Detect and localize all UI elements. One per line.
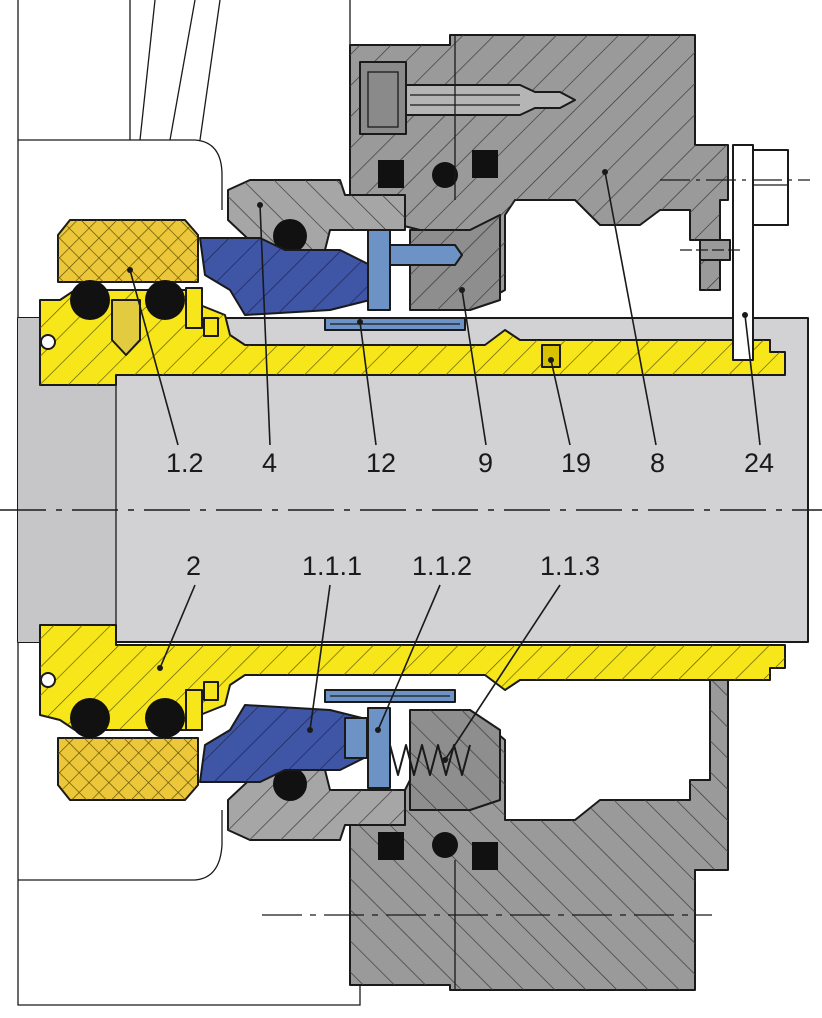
label-24: 24 bbox=[744, 448, 774, 478]
o-ring-bottom bbox=[273, 767, 307, 801]
leader-1-1-1 bbox=[309, 584, 331, 731]
shaft-sleeve-top bbox=[39, 289, 786, 386]
leader-12 bbox=[359, 321, 377, 446]
label-4: 4 bbox=[262, 448, 277, 478]
label-1-1-3: 1.1.3 bbox=[540, 551, 600, 581]
leader-9 bbox=[461, 289, 487, 446]
seal-cover-ring bbox=[227, 179, 406, 841]
spring bbox=[389, 744, 471, 776]
leader-1-1-3 bbox=[444, 584, 561, 761]
label-1-2: 1.2 bbox=[166, 448, 204, 478]
label-9: 9 bbox=[478, 448, 493, 478]
gland-housing-top bbox=[349, 34, 729, 311]
leader-24 bbox=[744, 314, 761, 446]
locking-plate-24 bbox=[660, 144, 810, 361]
label-8: 8 bbox=[650, 448, 665, 478]
rotating-face bbox=[199, 237, 371, 783]
o-ring-top bbox=[273, 219, 307, 253]
label-19: 19 bbox=[561, 448, 591, 478]
label-12: 12 bbox=[366, 448, 396, 478]
leader-1-2 bbox=[129, 269, 179, 446]
part-labels: 1.2 4 12 9 19 8 24 2 1.1.1 1.1.2 1.1.3 bbox=[166, 448, 774, 581]
label-2: 2 bbox=[186, 551, 201, 581]
leader-19 bbox=[550, 359, 571, 446]
leader-2 bbox=[159, 584, 196, 669]
label-1-1-1: 1.1.1 bbox=[302, 551, 362, 581]
leader-4 bbox=[259, 204, 271, 446]
set-screw-19 bbox=[541, 344, 561, 368]
label-1-1-2: 1.1.2 bbox=[412, 551, 472, 581]
leader-lines bbox=[127, 169, 761, 763]
stationary-seat-1-2 bbox=[57, 219, 219, 801]
leader-8 bbox=[604, 171, 657, 446]
leader-1-1-2 bbox=[377, 584, 441, 731]
